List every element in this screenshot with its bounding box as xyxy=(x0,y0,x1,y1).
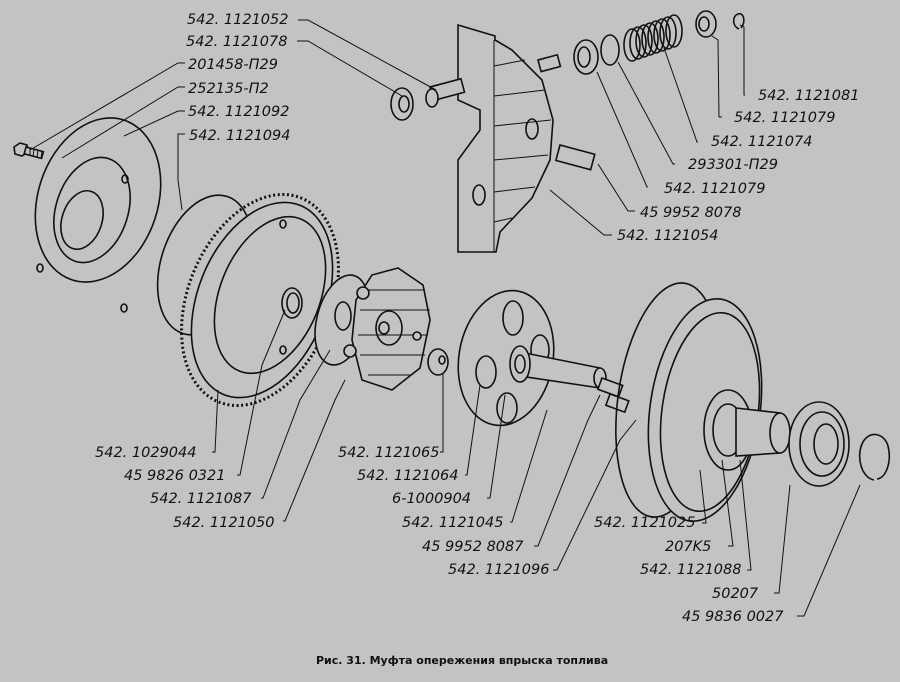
label-542-1121052: 542. 1121052 xyxy=(187,12,288,28)
shaft-part xyxy=(509,345,607,389)
outer-bearing-part xyxy=(788,401,850,487)
label-542-1121079-top: 542. 1121079 xyxy=(734,110,835,126)
label-542-1121050: 542. 1121050 xyxy=(173,515,274,531)
axle-pin-part xyxy=(425,53,562,108)
label-542-1121065: 542. 1121065 xyxy=(338,445,439,461)
snap-ring-part xyxy=(858,433,891,481)
label-293301-p29: 293301-П29 xyxy=(688,157,778,173)
label-542-1121094: 542. 1121094 xyxy=(189,128,290,144)
label-542-1121045: 542. 1121045 xyxy=(402,515,503,531)
shim-part xyxy=(600,34,620,66)
pins-part xyxy=(596,376,630,414)
label-542-1121092: 542. 1121092 xyxy=(188,104,289,120)
leader-lines xyxy=(29,19,861,617)
label-542-1029044: 542. 1029044 xyxy=(95,445,196,461)
label-201458-p29: 201458-П29 xyxy=(188,57,278,73)
label-45-9836-0027: 45 9836 0027 xyxy=(682,609,784,625)
label-542-1121096: 542. 1121096 xyxy=(448,562,549,578)
inner-bearing-part xyxy=(703,389,791,471)
label-542-1121087: 542. 1121087 xyxy=(150,491,252,507)
label-50207: 50207 xyxy=(712,586,759,602)
label-252135-p2: 252135-П2 xyxy=(188,81,269,97)
label-542-1121088: 542. 1121088 xyxy=(640,562,741,578)
bolt-part xyxy=(13,142,45,160)
seal-part xyxy=(390,87,414,121)
label-542-1121081: 542. 1121081 xyxy=(758,88,859,104)
spacer-pin-part xyxy=(554,144,596,171)
label-6-1000904: 6-1000904 xyxy=(392,491,471,507)
flyweight-part xyxy=(457,23,554,253)
spring-part xyxy=(623,14,683,62)
label-45-9826-0321: 45 9826 0321 xyxy=(124,468,225,484)
gear-part xyxy=(180,193,340,407)
label-207k5: 207K5 xyxy=(665,539,711,555)
drive-hub-part xyxy=(343,267,431,391)
label-542-1121074: 542. 1121074 xyxy=(711,134,812,150)
label-45-9952-8087: 45 9952 8087 xyxy=(422,539,524,555)
label-542-1121078: 542. 1121078 xyxy=(186,34,287,50)
cover-flange-part xyxy=(34,117,162,313)
label-542-1121025: 542. 1121025 xyxy=(594,515,695,531)
label-542-1121054: 542. 1121054 xyxy=(617,228,718,244)
label-45-9952-8078: 45 9952 8078 xyxy=(640,205,741,221)
clip-part xyxy=(732,12,745,30)
label-542-1121079: 542. 1121079 xyxy=(664,181,765,197)
figure-caption: Рис. 31. Муфта опережения впрыска топлив… xyxy=(316,654,608,667)
label-542-1121064: 542. 1121064 xyxy=(357,468,458,484)
spring-washer-part xyxy=(573,39,599,75)
bushing-part xyxy=(427,348,449,376)
spring-seat-part xyxy=(695,10,717,38)
